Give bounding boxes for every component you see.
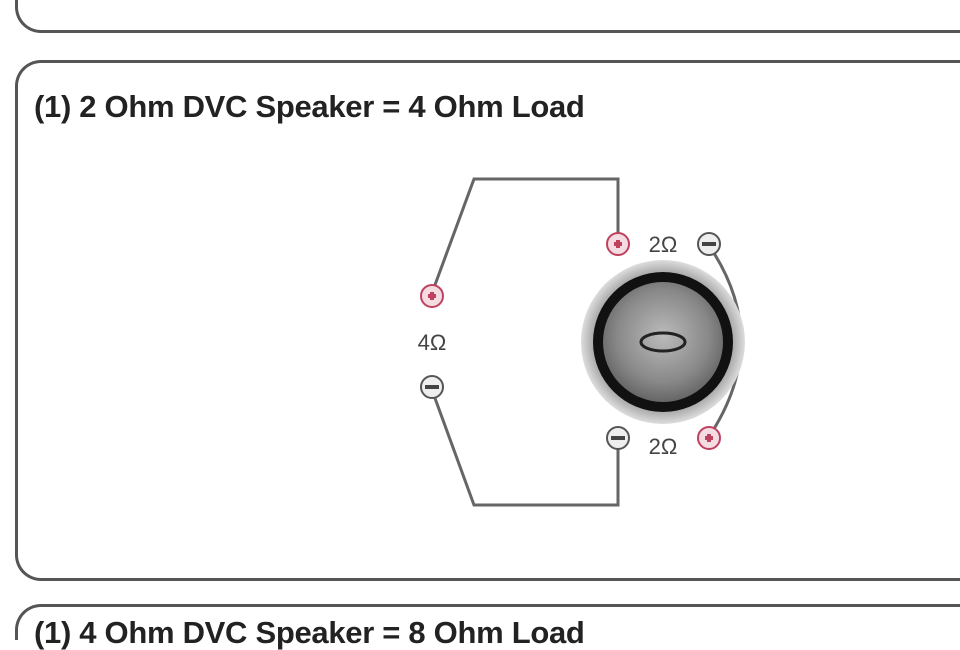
coil2-impedance-label: 2Ω [649, 434, 678, 459]
speaker-icon [581, 260, 745, 424]
dvc-2ohm-diagram-panel [15, 60, 960, 581]
next-diagram-panel [15, 604, 960, 640]
amp-load-label: 4Ω [418, 330, 447, 355]
amp-negative-terminal-icon [420, 375, 444, 399]
coil2-positive-terminal-icon [697, 426, 721, 450]
previous-diagram-panel [15, 0, 960, 33]
coil2-negative-terminal-icon [606, 426, 630, 450]
amp-positive-terminal-icon [420, 284, 444, 308]
diagram-title: (1) 2 Ohm DVC Speaker = 4 Ohm Load [34, 89, 585, 124]
coil1-positive-terminal-icon [606, 232, 630, 256]
coil1-negative-terminal-icon [697, 232, 721, 256]
positive-wire [430, 177, 620, 294]
coil1-impedance-label: 2Ω [649, 232, 678, 257]
negative-wire [430, 389, 620, 507]
